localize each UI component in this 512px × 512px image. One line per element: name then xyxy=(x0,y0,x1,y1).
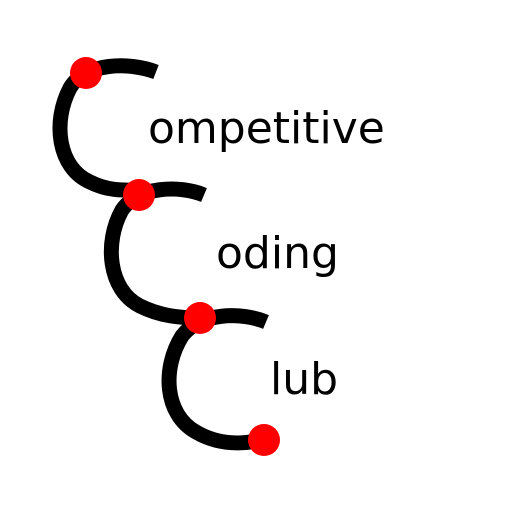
word-competitive-suffix: ompetitive xyxy=(148,103,385,154)
node-dot-1 xyxy=(70,57,102,89)
node-dot-3 xyxy=(184,302,216,334)
c-stroke-2 xyxy=(103,181,207,326)
c-stroke-3 xyxy=(161,308,269,451)
c-stroke-1 xyxy=(52,58,159,198)
word-coding-suffix: oding xyxy=(216,228,339,279)
node-dot-2 xyxy=(123,179,155,211)
node-dot-4 xyxy=(248,424,280,456)
word-club-suffix: lub xyxy=(270,354,339,405)
